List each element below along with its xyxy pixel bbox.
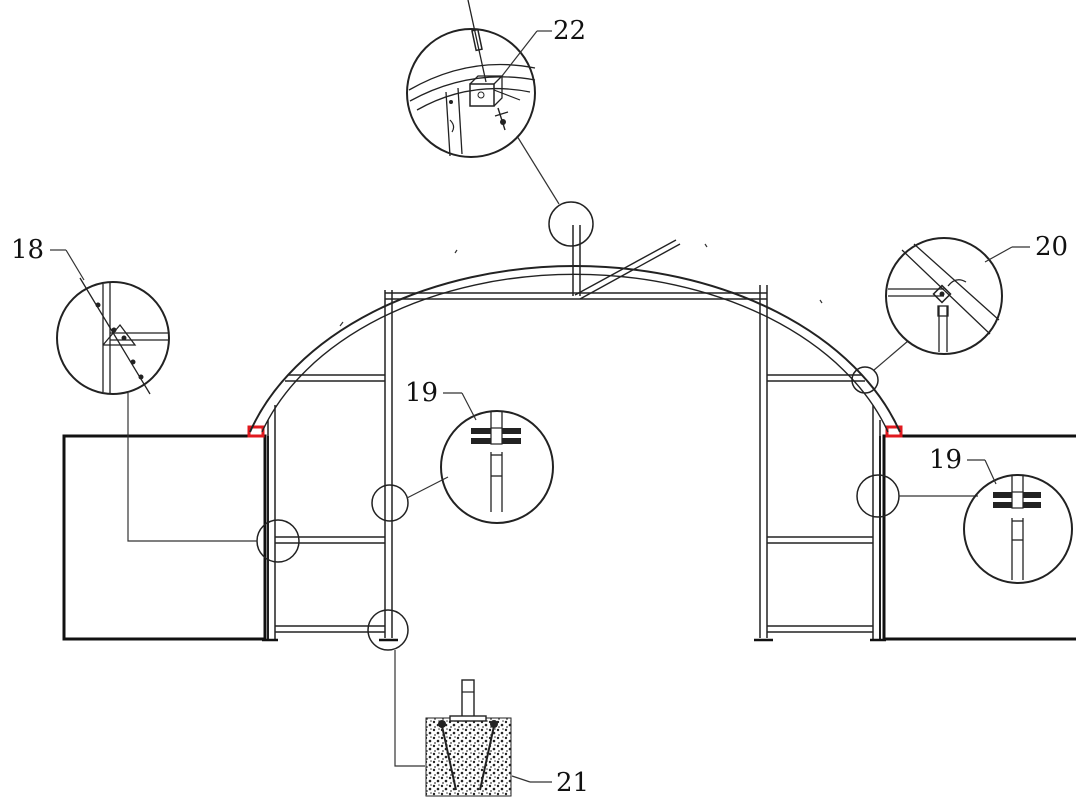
label-20: 20 xyxy=(1035,232,1068,262)
frame-posts xyxy=(267,225,881,640)
label-ticks xyxy=(50,30,1030,783)
label-22: 22 xyxy=(553,16,586,46)
right-wall-block xyxy=(879,434,1076,641)
detail-20-circle xyxy=(885,237,1003,355)
detail-19-left-circle xyxy=(440,410,554,524)
detail-22-circle xyxy=(406,0,536,158)
detail-19-right-circle xyxy=(963,474,1073,584)
locator-circles xyxy=(256,201,900,651)
left-wall-block xyxy=(62,434,269,641)
detail-21-footing xyxy=(425,679,512,797)
label-19-left: 19 xyxy=(405,378,438,408)
label-19-right: 19 xyxy=(929,445,962,475)
arch-frame xyxy=(249,243,901,433)
label-18: 18 xyxy=(11,235,44,265)
frame-beams xyxy=(262,239,886,642)
label-21: 21 xyxy=(556,768,589,798)
leader-lines xyxy=(127,135,978,767)
detail-18-circle xyxy=(56,277,170,395)
